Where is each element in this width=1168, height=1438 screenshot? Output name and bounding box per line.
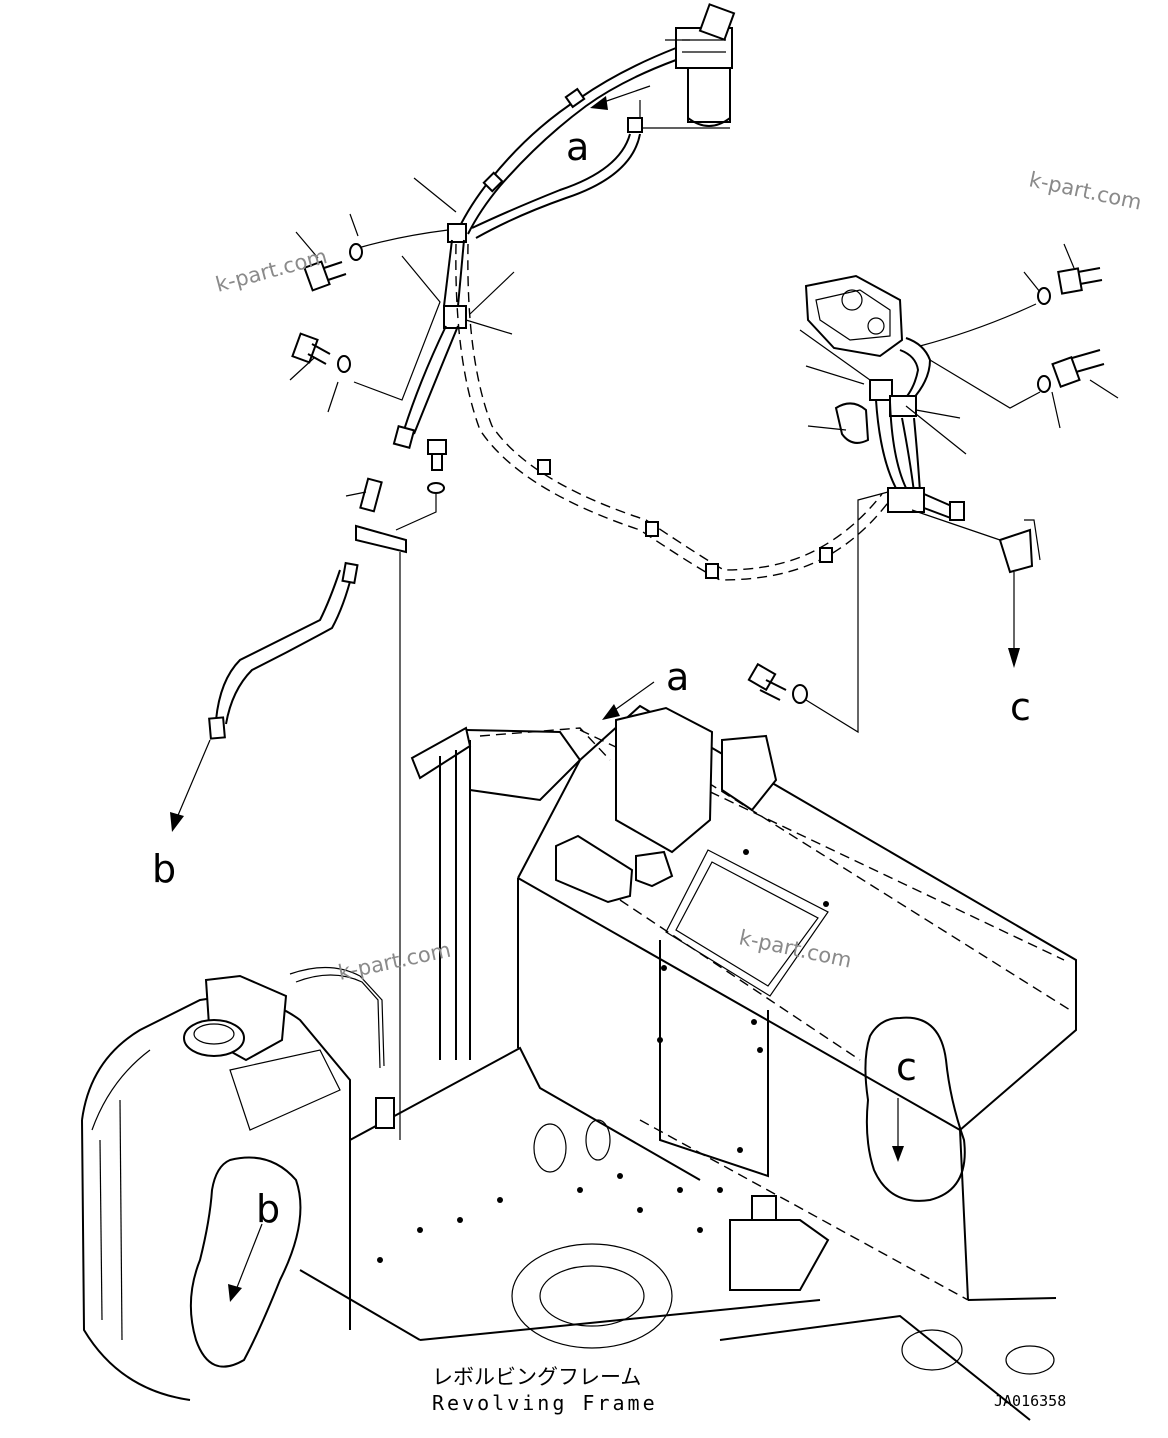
lower-left-hose (170, 561, 359, 832)
watermark-4: k-part.com (737, 925, 854, 972)
return-hose (471, 117, 643, 239)
left-hose-clamp (392, 223, 467, 449)
bolt-right-lower (1037, 349, 1105, 393)
long-dashed-hose (455, 243, 891, 581)
callout-label-c-zoom: c (896, 1045, 917, 1089)
callout-label-a-top: a (566, 125, 589, 169)
fuel-tank (81, 966, 395, 1401)
callout-label-b-left: b (152, 847, 176, 891)
bolt-left-lower (291, 332, 331, 365)
right-bracket (911, 509, 1041, 668)
callout-label-c-right: c (1010, 685, 1031, 729)
watermark-2: k-part.com (1027, 167, 1144, 214)
pump-assembly (804, 274, 932, 407)
caption-japanese: レボルビングフレーム (432, 1365, 641, 1389)
watermark-3: k-part.com (336, 938, 453, 985)
leader-lines-right (799, 243, 1119, 455)
callout-label-b-zoom: b (256, 1187, 280, 1231)
revolving-frame (299, 704, 1077, 1421)
upper-hose (457, 47, 677, 235)
caption-english: Revolving Frame (432, 1391, 658, 1415)
bolt-right-upper (1037, 267, 1103, 305)
hose-bracket-center (345, 477, 407, 1140)
callout-label-a-mid: a (666, 655, 689, 699)
drawing-code: JA016358 (994, 1392, 1066, 1410)
fuel-filter-assembly (675, 3, 736, 127)
callout-a-mid-arrow (602, 681, 655, 720)
pump-clamps (834, 379, 917, 444)
bolt-left-upper (303, 260, 347, 292)
center-bolt (395, 439, 447, 531)
washer-left-upper (349, 243, 363, 261)
bolt-center-right (747, 491, 889, 734)
zoom-bubble-b (189, 1156, 302, 1368)
washer-left-lower (337, 355, 351, 373)
leader-lines-left (289, 177, 515, 413)
zoom-bubble-c (864, 1016, 966, 1202)
right-hoses-down (875, 399, 965, 521)
